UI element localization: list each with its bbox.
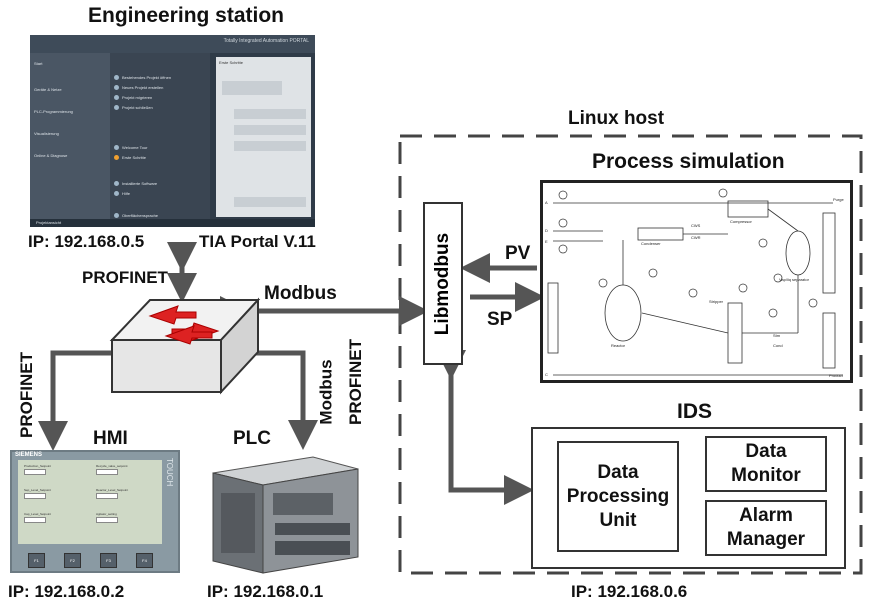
- tia-action-4: Welcome Tour: [122, 145, 148, 150]
- tia-menu-plc: PLC-Programmierung: [34, 109, 73, 114]
- hmi-key-f1: F1: [28, 553, 45, 568]
- plc-device-icon: [212, 456, 359, 574]
- tia-first-steps-pane: Erste Schritte: [216, 57, 311, 217]
- modbus-label-center: Modbus: [264, 283, 337, 304]
- tia-action-0: Bestehendes Projekt öffnen: [122, 75, 172, 80]
- pd-label-d: D: [545, 228, 548, 233]
- hmi-brand: SIEMENS: [15, 452, 43, 458]
- tia-action-2: Projekt migrieren: [122, 95, 153, 100]
- alarm-manager-box: Alarm Manager: [705, 500, 827, 556]
- pd-label-cwr: CWR: [691, 235, 701, 240]
- tia-action-7: Hilfe: [122, 191, 131, 196]
- pd-label-stm: Stm: [773, 333, 781, 338]
- tia-action-6: Installierte Software: [122, 181, 158, 186]
- hmi-panel: SIEMENS Production_Setpoint Recycle_valv…: [10, 450, 180, 573]
- hmi-link: [38, 350, 130, 451]
- process-simulation-diagram: Condenser Compressor Vap/liq separator R…: [540, 180, 853, 383]
- sp-label: SP: [487, 309, 513, 330]
- pd-label-cond: Cond: [773, 343, 783, 348]
- tia-header-text: Totally Integrated Automation PORTAL: [223, 38, 309, 44]
- pd-label-a: A: [545, 200, 548, 205]
- tia-title-bar: [30, 35, 315, 53]
- profinet-label-hmi: PROFINET: [16, 352, 36, 438]
- pd-label-cws: CWS: [691, 223, 701, 228]
- network-switch-icon: [109, 297, 261, 395]
- tia-portal-screenshot: Totally Integrated Automation PORTAL Sta…: [30, 35, 315, 227]
- hmi-field-label: Agitator_setting: [96, 512, 117, 516]
- pd-label-compressor: Compressor: [730, 219, 752, 224]
- hmi-field-label: Sep_Level_Setpoint: [24, 488, 51, 492]
- pd-label-c: C: [545, 372, 548, 377]
- pv-label: PV: [505, 243, 531, 264]
- process-simulation-title: Process simulation: [592, 150, 785, 173]
- engineering-station-ip: IP: 192.168.0.5: [28, 232, 145, 251]
- hmi-field-label: Cap_Level_Setpoint: [24, 512, 52, 516]
- hmi-key-f2: F2: [64, 553, 81, 568]
- hmi-key-f4: F4: [136, 553, 153, 568]
- data-processing-unit-label: Data Processing Unit: [566, 461, 670, 531]
- pd-label-separator: Vap/liq separator: [779, 277, 809, 282]
- data-monitor-box: Data Monitor: [705, 436, 827, 492]
- linux-host-ip: IP: 192.168.0.6: [571, 582, 688, 601]
- tia-menu-start: Start: [34, 61, 43, 66]
- process-flow-drawing: [547, 188, 843, 376]
- hmi-field-label: Recycle_valve_setpoint: [96, 464, 128, 468]
- tia-menu-visualization: Visualisierung: [34, 131, 59, 136]
- hmi-touch-label: TOUCH: [165, 458, 174, 487]
- pd-label-product: Product: [829, 373, 843, 378]
- modbus-label-plc: Modbus: [316, 359, 336, 425]
- linux-host-label: Linux host: [568, 108, 665, 129]
- profinet-label-top: PROFINET: [82, 268, 168, 287]
- profinet-label-plc: PROFINET: [345, 339, 365, 425]
- tia-pane-title: Erste Schritte: [219, 60, 244, 65]
- tia-menu-devices: Geräte & Netze: [34, 87, 62, 92]
- tia-menu-online: Online & Diagnose: [34, 153, 68, 158]
- pd-label-reactor: Reactor: [611, 343, 626, 348]
- data-monitor-label: Data Monitor: [731, 441, 801, 486]
- libmodbus-label: Libmodbus: [432, 232, 453, 335]
- alarm-manager-label: Alarm Manager: [726, 505, 806, 550]
- engineering-station-title: Engineering station: [88, 4, 285, 27]
- hmi-label: HMI: [93, 428, 128, 449]
- hmi-field-label: Reactor_Level_Setpoint: [96, 488, 129, 492]
- tia-action-5: Erste Schritte: [122, 155, 147, 160]
- libmodbus-box: Libmodbus: [423, 202, 463, 365]
- hmi-screen: Production_Setpoint Recycle_valve_setpoi…: [18, 460, 162, 544]
- tia-footer-text: Projektansicht: [36, 220, 62, 225]
- pd-label-stripper: Stripper: [709, 299, 724, 304]
- plc-label: PLC: [233, 428, 271, 449]
- tia-action-8: Oberflächensprache: [122, 213, 159, 218]
- tia-portal-version: TIA Portal V.11: [199, 232, 316, 251]
- pd-label-e: E: [545, 239, 548, 244]
- ids-link: [436, 350, 534, 505]
- tia-actions: Bestehendes Projekt öffnen Neues Projekt…: [110, 53, 210, 219]
- hmi-key-f3: F3: [100, 553, 117, 568]
- tia-action-1: Neues Projekt erstellen: [122, 85, 164, 90]
- hmi-ip: IP: 192.168.0.2: [8, 582, 125, 601]
- tia-footer: Projektansicht: [30, 219, 315, 227]
- plc-ip: IP: 192.168.0.1: [207, 582, 324, 601]
- ids-label: IDS: [677, 400, 713, 423]
- pd-label-purge: Purge: [833, 197, 844, 202]
- linux-host-boundary: [398, 134, 863, 575]
- hmi-field-label: Production_Setpoint: [24, 464, 52, 468]
- pd-label-condenser: Condenser: [641, 241, 661, 246]
- data-processing-unit-box: Data Processing Unit: [557, 441, 679, 552]
- tia-action-3: Projekt schließen: [122, 105, 153, 110]
- tia-left-menu: Start Geräte & Netze PLC-Programmierung …: [30, 53, 110, 219]
